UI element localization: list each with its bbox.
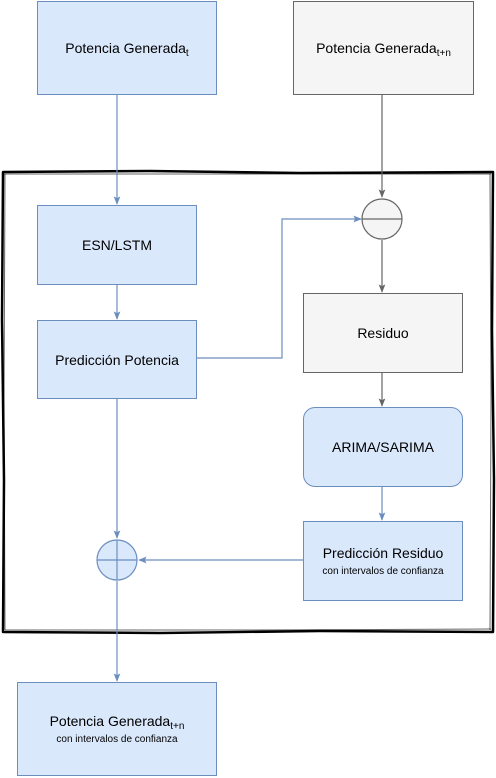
node-label: Predicción Residuo — [322, 545, 444, 561]
node-residuo: Residuo — [303, 293, 463, 373]
node-esn-lstm: ESN/LSTM — [37, 205, 197, 285]
node-label: Predicción Potencia — [55, 351, 179, 368]
node-note: con intervalos de confianza — [56, 734, 178, 745]
node-prediccion-potencia: Predicción Potencia — [37, 320, 197, 399]
node-potencia-generada-tn: Potencia Generadat+n — [293, 1, 474, 95]
node-label: ESN/LSTM — [81, 237, 152, 253]
subtract-junction — [361, 198, 403, 240]
node-label: Residuo — [357, 325, 409, 341]
node-label: Potencia Generadat+n — [316, 40, 451, 59]
node-potencia-generada-t: Potencia Generadat — [37, 1, 217, 95]
node-arima-sarima: ARIMA/SARIMA — [303, 407, 463, 487]
node-prediccion-residuo: Predicción Residuo con intervalos de con… — [303, 521, 463, 601]
node-label: Potencia Generadat+n — [49, 713, 185, 732]
edge-pred-to-subtract — [197, 215, 362, 359]
node-label: Potencia Generadat — [65, 40, 189, 59]
node-label: ARIMA/SARIMA — [332, 439, 434, 455]
node-note: con intervalos de confianza — [322, 566, 444, 577]
add-junction — [96, 539, 138, 581]
node-output-potencia: Potencia Generadat+n con intervalos de c… — [17, 682, 217, 776]
